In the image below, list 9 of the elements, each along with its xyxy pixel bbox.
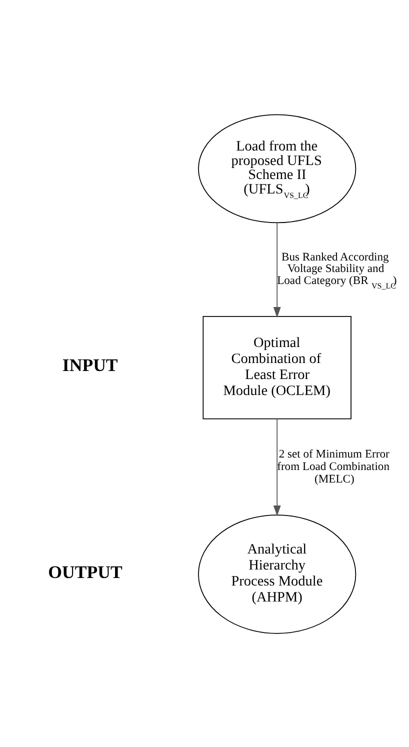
node-ellipse: Analytical Hierarchy Process Module (AHPM) — [198, 514, 356, 634]
node-box: Optimal Combination of Least Error Module (OCLEM) — [202, 315, 352, 419]
label: OUTPUT — [48, 561, 122, 582]
label: INPUT — [62, 354, 118, 375]
arrow — [273, 222, 281, 318]
edge-label: Bus Ranked According Voltage Stability and Load Category (BR$_{VS_LC}$) — [277, 250, 397, 290]
node-ellipse: Load from the proposed UFLS Scheme II (UFLS$_{VS_LC}$) — [198, 114, 356, 223]
edge-label: 2 set of Minimum Error from Load Combination (MELC) — [277, 446, 390, 485]
arrow — [273, 418, 281, 516]
